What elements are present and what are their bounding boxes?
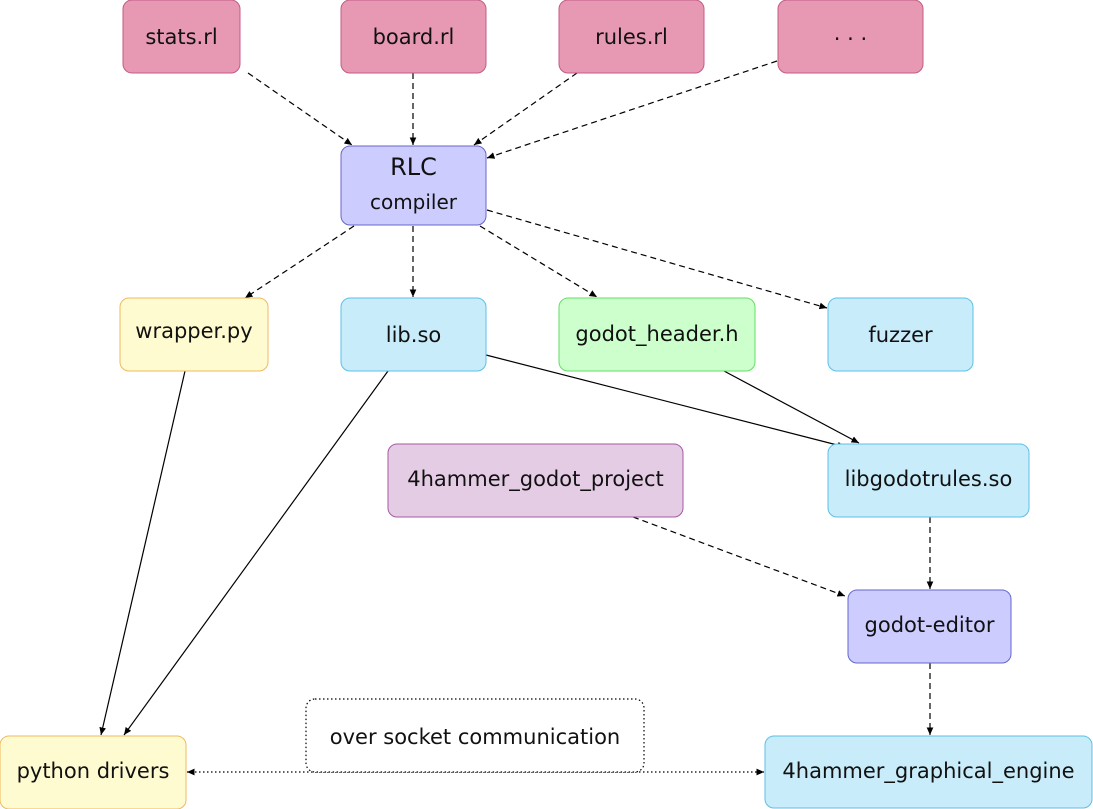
edge-godot-header-to-libgodotrules <box>723 370 860 444</box>
node-lib-so-box <box>340 297 487 372</box>
node-board-rl: board.rl <box>340 0 487 74</box>
socket-communication-note-label: over socket communication <box>330 725 620 749</box>
node-godot-editor-label: godot-editor <box>865 613 995 637</box>
node-fuzzer-label: fuzzer <box>868 323 933 347</box>
node-more-files-label: . . . <box>834 21 867 45</box>
edge-libso-to-libgodotrules <box>485 354 846 449</box>
node-wrapper-py-box <box>119 297 269 372</box>
node-python-drivers-label: python drivers <box>17 759 170 783</box>
edge-rules-to-rlc <box>473 72 578 146</box>
node-4hammer-godot-project-box <box>387 443 684 518</box>
node-more-files: . . . <box>777 0 924 74</box>
node-godot-editor-box <box>847 589 1012 664</box>
edge-more-to-rlc <box>486 60 778 159</box>
node-libgodotrules-so-label: libgodotrules.so <box>845 467 1013 491</box>
node-godot-editor: godot-editor <box>847 589 1012 664</box>
node-4hammer-godot-project-label: 4hammer_godot_project <box>407 467 663 492</box>
node-stats-rl: stats.rl <box>122 0 241 74</box>
edge-wrapper-to-python-drivers <box>99 370 186 736</box>
node-4hammer-graphical-engine-box <box>764 735 1093 809</box>
node-4hammer-graphical-engine-label: 4hammer_graphical_engine <box>782 759 1074 784</box>
node-godot-header-box <box>558 297 756 372</box>
node-rules-rl-box <box>558 0 705 74</box>
edge-rlc-to-wrapper <box>244 225 355 299</box>
node-python-drivers-box <box>0 735 187 809</box>
node-godot-header-label: godot_header.h <box>575 322 738 347</box>
node-rlc-compiler-box <box>340 145 487 226</box>
node-rlc-label: RLC <box>390 153 437 181</box>
node-lib-so-label: lib.so <box>386 323 441 347</box>
edge-rlc-to-fuzzer <box>486 209 828 310</box>
node-libgodotrules-so-box <box>827 443 1030 518</box>
node-4hammer-godot-project: 4hammer_godot_project <box>387 443 684 518</box>
node-wrapper-py: wrapper.py <box>119 297 269 372</box>
node-stats-rl-box <box>122 0 241 74</box>
edge-project-to-godot-editor <box>632 516 846 597</box>
node-board-rl-box <box>340 0 487 74</box>
edge-libso-to-python-drivers <box>123 370 389 736</box>
node-rlc-compiler: RLC compiler <box>340 145 487 226</box>
edge-rlc-to-godot-header <box>479 225 598 298</box>
node-rules-rl-label: rules.rl <box>595 25 668 49</box>
edge-stats-to-rlc <box>247 72 353 146</box>
node-4hammer-graphical-engine: 4hammer_graphical_engine <box>764 735 1093 809</box>
node-board-rl-label: board.rl <box>373 25 455 49</box>
node-libgodotrules-so: libgodotrules.so <box>827 443 1030 518</box>
node-python-drivers: python drivers <box>0 735 187 809</box>
node-rlc-sublabel: compiler <box>370 190 458 214</box>
node-fuzzer-box <box>827 297 974 372</box>
node-wrapper-py-label: wrapper.py <box>135 319 252 343</box>
node-rules-rl: rules.rl <box>558 0 705 74</box>
socket-communication-note: over socket communication <box>305 698 645 773</box>
node-godot-header: godot_header.h <box>558 297 756 372</box>
node-more-files-box <box>777 0 924 74</box>
node-stats-rl-label: stats.rl <box>145 25 217 49</box>
socket-communication-note-box <box>305 698 645 773</box>
node-lib-so: lib.so <box>340 297 487 372</box>
node-fuzzer: fuzzer <box>827 297 974 372</box>
